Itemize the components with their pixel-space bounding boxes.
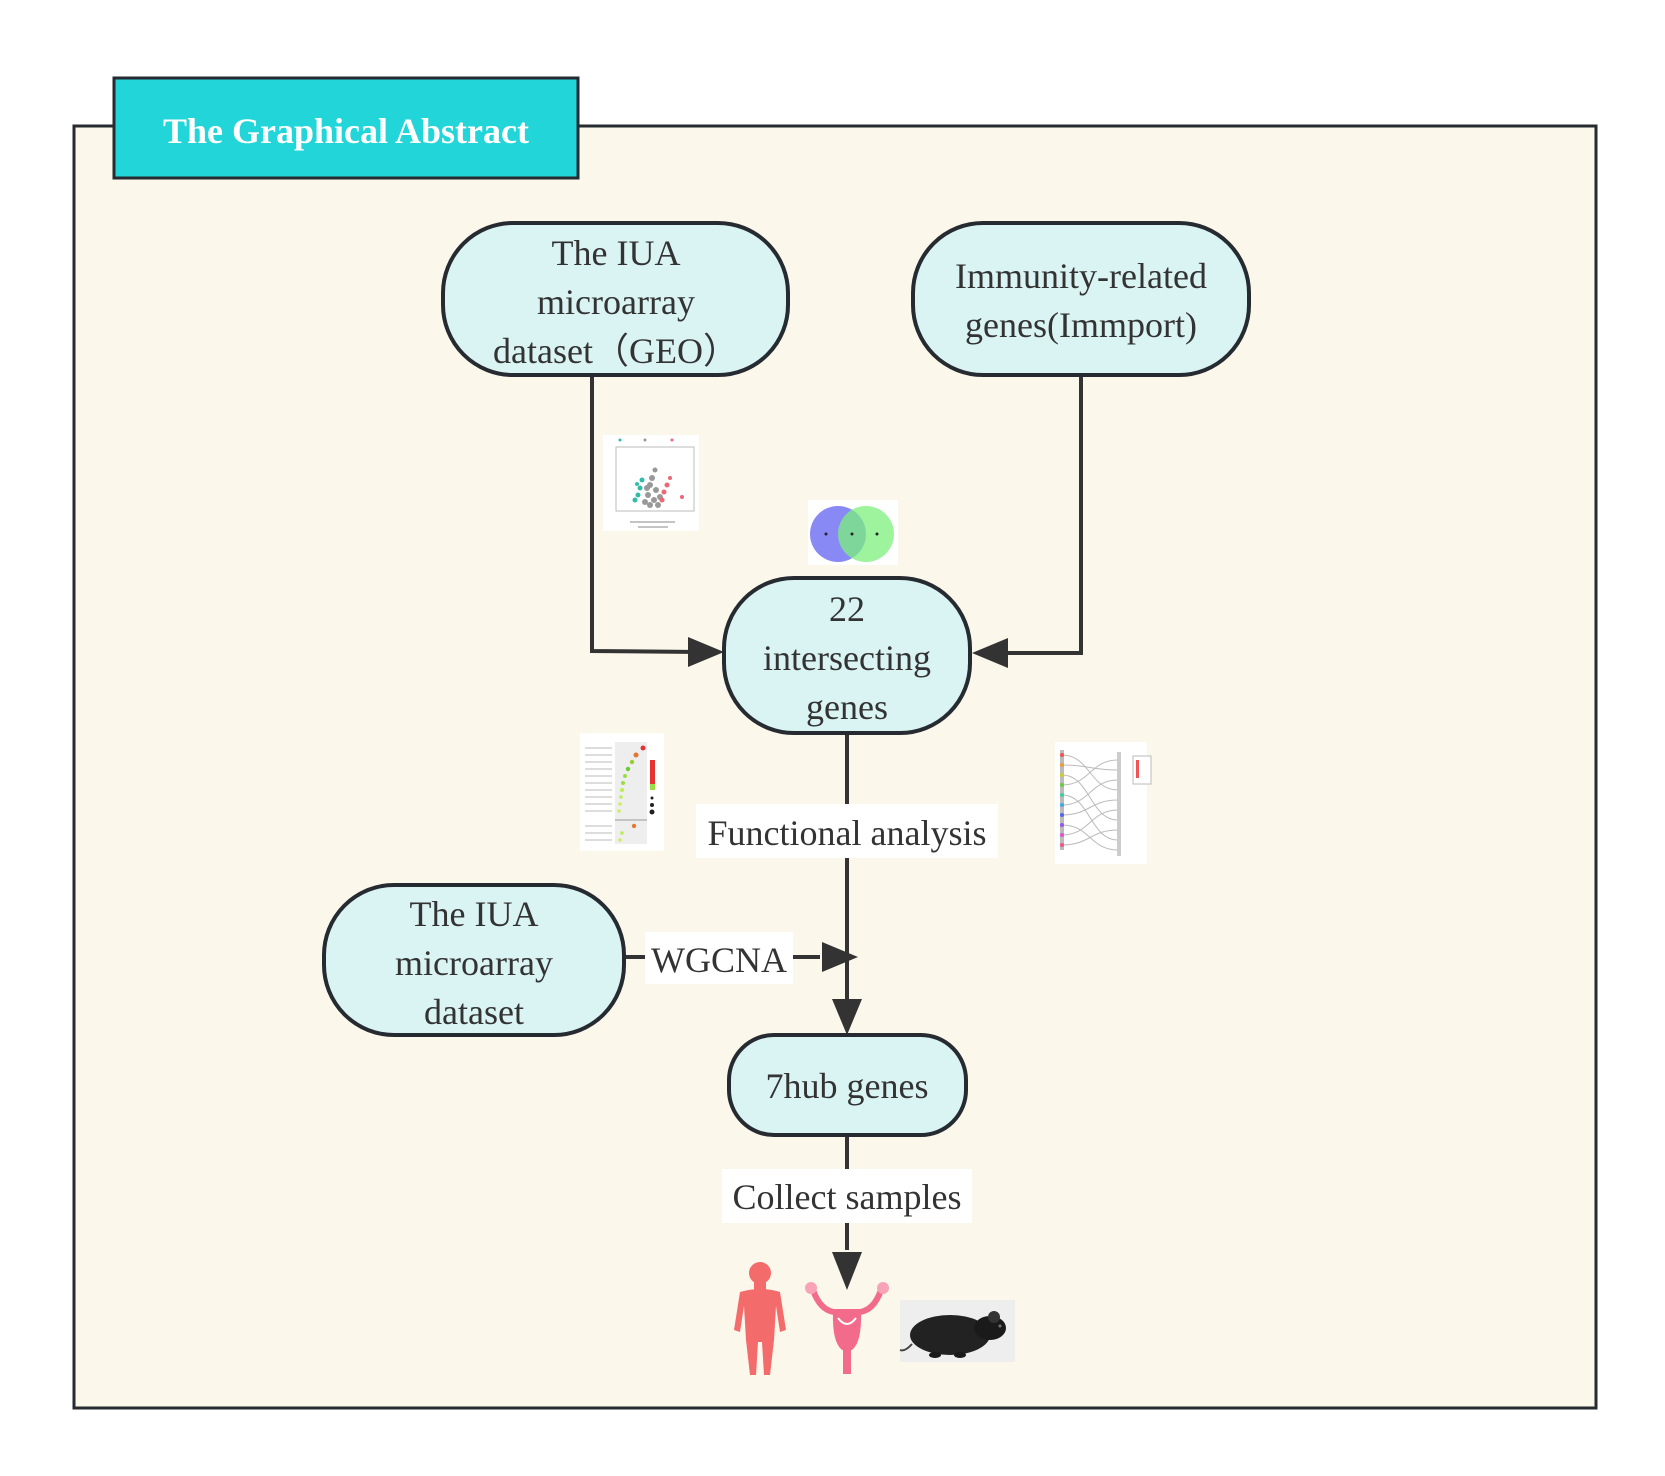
arrowhead-geo [688,637,724,667]
arrowhead-samples [832,1252,862,1290]
sankey-plot-thumbnail [1055,742,1152,864]
edge-label-functional-text: Functional analysis [708,813,987,853]
node-iua-dataset: The IUA microarray dataset [322,883,626,1037]
arrowheads [688,637,1008,1290]
node-geo-line-2: microarray [537,282,695,322]
edge-label-wgcna-text: WGCNA [651,940,787,980]
edge-label-functional: Functional analysis [696,804,998,858]
node-immport-line-1: Immunity-related [955,256,1207,296]
node-intersecting-line-2: intersecting [763,638,931,678]
node-iua-line-2: microarray [395,943,553,983]
edge-geo-to-intersecting [590,375,701,654]
volcano-plot-thumbnail [603,435,699,531]
title-box [112,76,580,180]
node-hub-genes: 7hub genes [727,1033,968,1137]
edge-immport-to-intersecting [1000,375,1083,655]
human-body-icon [734,1262,786,1375]
node-immport-genes: Immunity-related genes(Immport) [911,221,1251,377]
node-geo-dataset: The IUA microarray dataset（GEO） [441,221,790,377]
arrowhead-immport [972,638,1008,668]
node-geo-line-3: dataset（GEO） [493,331,739,371]
node-iua-line-3: dataset [424,992,524,1032]
node-geo-line-1: The IUA [552,233,681,273]
uterus-icon [805,1282,889,1374]
page-title: The Graphical Abstract [163,111,529,151]
arrowhead-hub [832,999,862,1035]
edge-label-collect-text: Collect samples [733,1177,962,1217]
edge-label-collect: Collect samples [722,1169,972,1223]
edge-label-wgcna: WGCNA [645,932,793,984]
node-intersecting-line-1: 22 [829,589,865,629]
node-intersecting-genes: 22 intersecting genes [722,576,972,735]
venn-diagram-thumbnail [808,500,898,565]
mouse-photo [899,1300,1015,1362]
node-iua-line-1: The IUA [410,894,539,934]
node-intersecting-line-3: genes [806,687,888,727]
go-dotplot-thumbnail [580,733,664,851]
node-hub-line-1: 7hub genes [766,1066,929,1106]
arrowhead-wgcna [822,942,858,972]
node-immport-line-2: genes(Immport) [965,305,1197,345]
